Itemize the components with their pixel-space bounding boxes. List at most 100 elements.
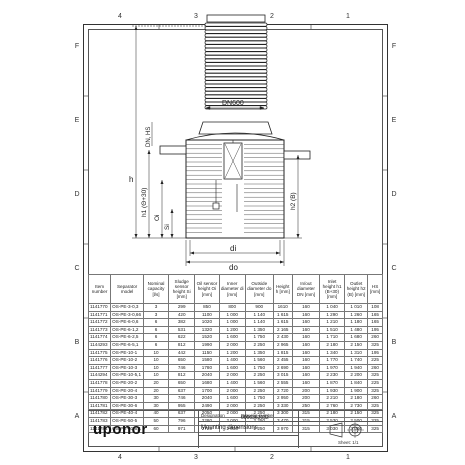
table-cell: 1 930 [319,386,346,396]
grid-row-label: E [391,117,397,124]
table-cell: 299 [168,303,196,312]
corrugated-riser [204,22,268,110]
grid-row-label: A [74,413,80,420]
grid-row-label: F [391,43,397,50]
table-cell: 2 950 [272,394,293,403]
table-cell: 1 840 [344,378,369,388]
table-cell: 1 815 [272,348,293,358]
table-cell: 1141777 [87,363,112,373]
table-cell: 6 [142,318,170,327]
table-cell: 1 970 [319,363,346,373]
table-cell: 250 [291,401,321,411]
table-cell: 1610 [272,303,293,312]
table-cell: 420 [168,310,196,320]
table-cell: 2 555 [272,378,293,388]
table-cell: 325 [367,424,383,434]
table-cell: 442 [168,348,196,358]
tank-ribs [186,144,284,233]
table-cell: 1 400 [218,356,246,365]
table-header-cell: Nominal capacity [l/s] [142,274,170,304]
grid-row-label: A [391,413,397,420]
grid-col-label: 4 [118,454,122,461]
table-cell: 1 680 [344,333,369,342]
dn600-label: DN600 [222,100,244,107]
grid-col-label: 2 [270,454,274,461]
dim-label-do: do [229,263,238,272]
table-cell: 1 600 [218,333,246,342]
table-cell: 3 015 [272,371,293,380]
table-cell: 2 210 [319,394,346,403]
table-cell: OS-PE-6-5,1 [110,340,144,350]
table-cell: 1144294 [87,371,112,380]
table-cell: 260 [367,363,383,373]
riser-ring [204,69,268,74]
table-cell: 1 480 [344,325,369,335]
riser-ring [204,98,268,103]
grid-row-label: B [74,339,80,346]
table-cell: 1141770 [87,303,112,312]
table-cell: 1020 [194,318,220,327]
riser-ring [204,62,268,67]
table-cell: 2 250 [244,340,274,350]
table-cell: 1 000 [218,318,246,327]
grid-col-label: 1 [346,13,350,20]
table-cell: 1 870 [319,378,346,388]
table-cell: OS-PE-20-4 [110,386,144,396]
table-cell: 1 560 [244,378,274,388]
table-header-cell: Separator model [110,274,144,304]
table-cell: OS-PE-3-0,3 [110,303,144,312]
table-cell: 2 000 [218,401,246,411]
inlet-pipe [159,145,187,155]
table-cell: 1780 [194,363,220,373]
table-cell: 1141778 [87,378,112,388]
table-cell: 1141779 [87,386,112,396]
table-header-cell: Outside diameter do [mm] [244,274,274,304]
riser-ring [204,80,268,85]
grid-row-label: D [391,191,397,198]
grid-row-label: B [391,339,397,346]
table-cell: 1700 [194,386,220,396]
table-cell: 800 [218,303,246,312]
table-cell: OS-PE-30-3 [110,394,144,403]
table-cell: 108 [367,303,383,312]
table-cell: 1141774 [87,333,112,342]
table-cell: 2 690 [272,363,293,373]
table-cell: 1580 [194,356,220,365]
table-cell: 160 [291,325,321,335]
table-cell: 315 [291,424,321,434]
table-cell: 3 000 [344,424,369,434]
table-cell: 225 [367,378,383,388]
designation-value: Mounting dimensions [201,425,258,431]
riser-ring [204,51,268,56]
riser-ring [204,65,268,70]
grid-row-label: C [74,265,80,272]
riser-ring [204,94,268,99]
table-cell: 1 140 [244,310,274,320]
table-cell: 325 [367,371,383,380]
tank-dome [198,121,273,135]
riser-ring [204,37,268,41]
grid-row-label: C [391,265,397,272]
table-cell: 1520 [194,333,220,342]
table-cell: 160 [291,371,321,380]
grid-col-label: 4 [118,13,122,20]
table-cell: 1141772 [87,318,112,327]
table-cell: 1 180 [344,318,369,327]
table-cell: 1100 [194,310,220,320]
table-header-cell: Inner diameter di [mm] [218,274,246,304]
riser-ring [204,83,268,88]
table-cell: 1 200 [218,325,246,335]
table-cell: 1 750 [244,333,274,342]
table-cell: 2 180 [344,394,369,403]
grid-col-label: 3 [194,13,198,20]
table-cell: 1 210 [319,318,346,327]
table-cell: 200 [291,394,321,403]
table-cell: 1 010 [344,303,369,312]
table-cell: 531 [168,325,196,335]
table-cell: 637 [168,386,196,396]
